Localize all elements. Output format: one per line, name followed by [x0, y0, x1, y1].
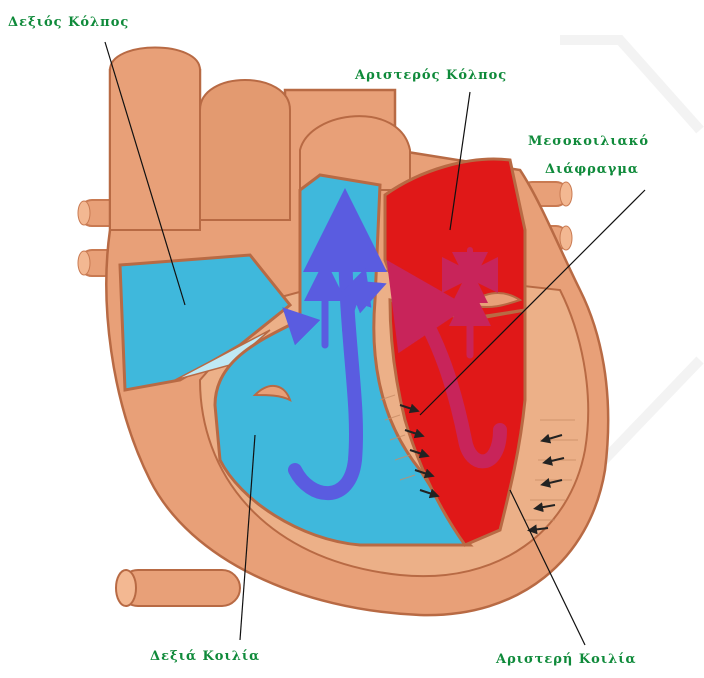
inferior-vena-cava — [116, 570, 240, 606]
label-septum-line2: Διάφραγμα — [545, 162, 639, 177]
label-right-atrium: Δεξιός Κόλπος — [8, 15, 129, 30]
label-left-atrium: Αριστερός Κόλπος — [355, 68, 507, 83]
label-right-ventricle: Δεξιά Κοιλία — [150, 649, 260, 664]
label-left-ventricle: Αριστερή Κοιλία — [496, 652, 637, 667]
label-septum-line1: Μεσοκοιλιακό — [528, 134, 649, 149]
